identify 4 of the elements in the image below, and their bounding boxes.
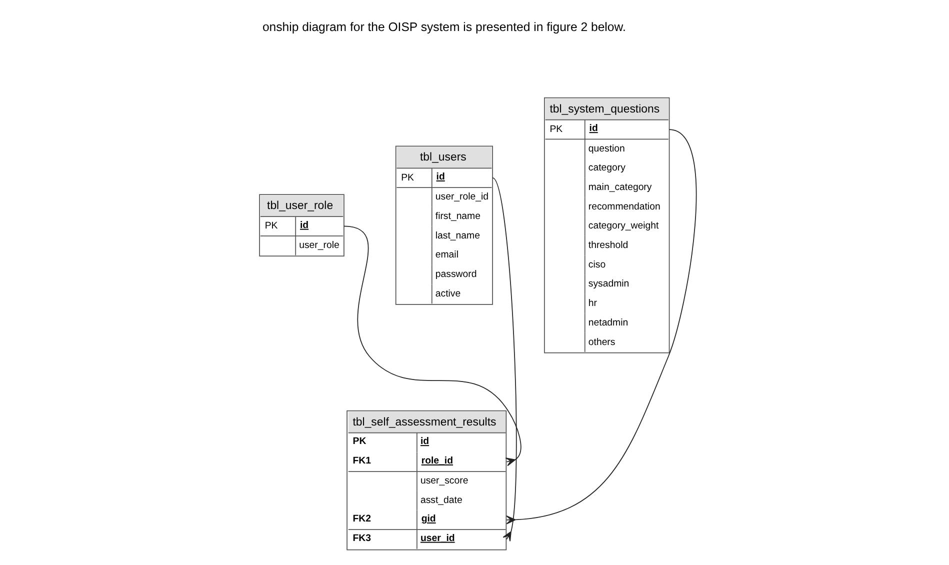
connector <box>344 226 522 466</box>
label: onship diagram for the OISP system is presented in figure 2 below. <box>262 20 626 34</box>
connector <box>492 177 517 542</box>
connector <box>506 129 697 524</box>
